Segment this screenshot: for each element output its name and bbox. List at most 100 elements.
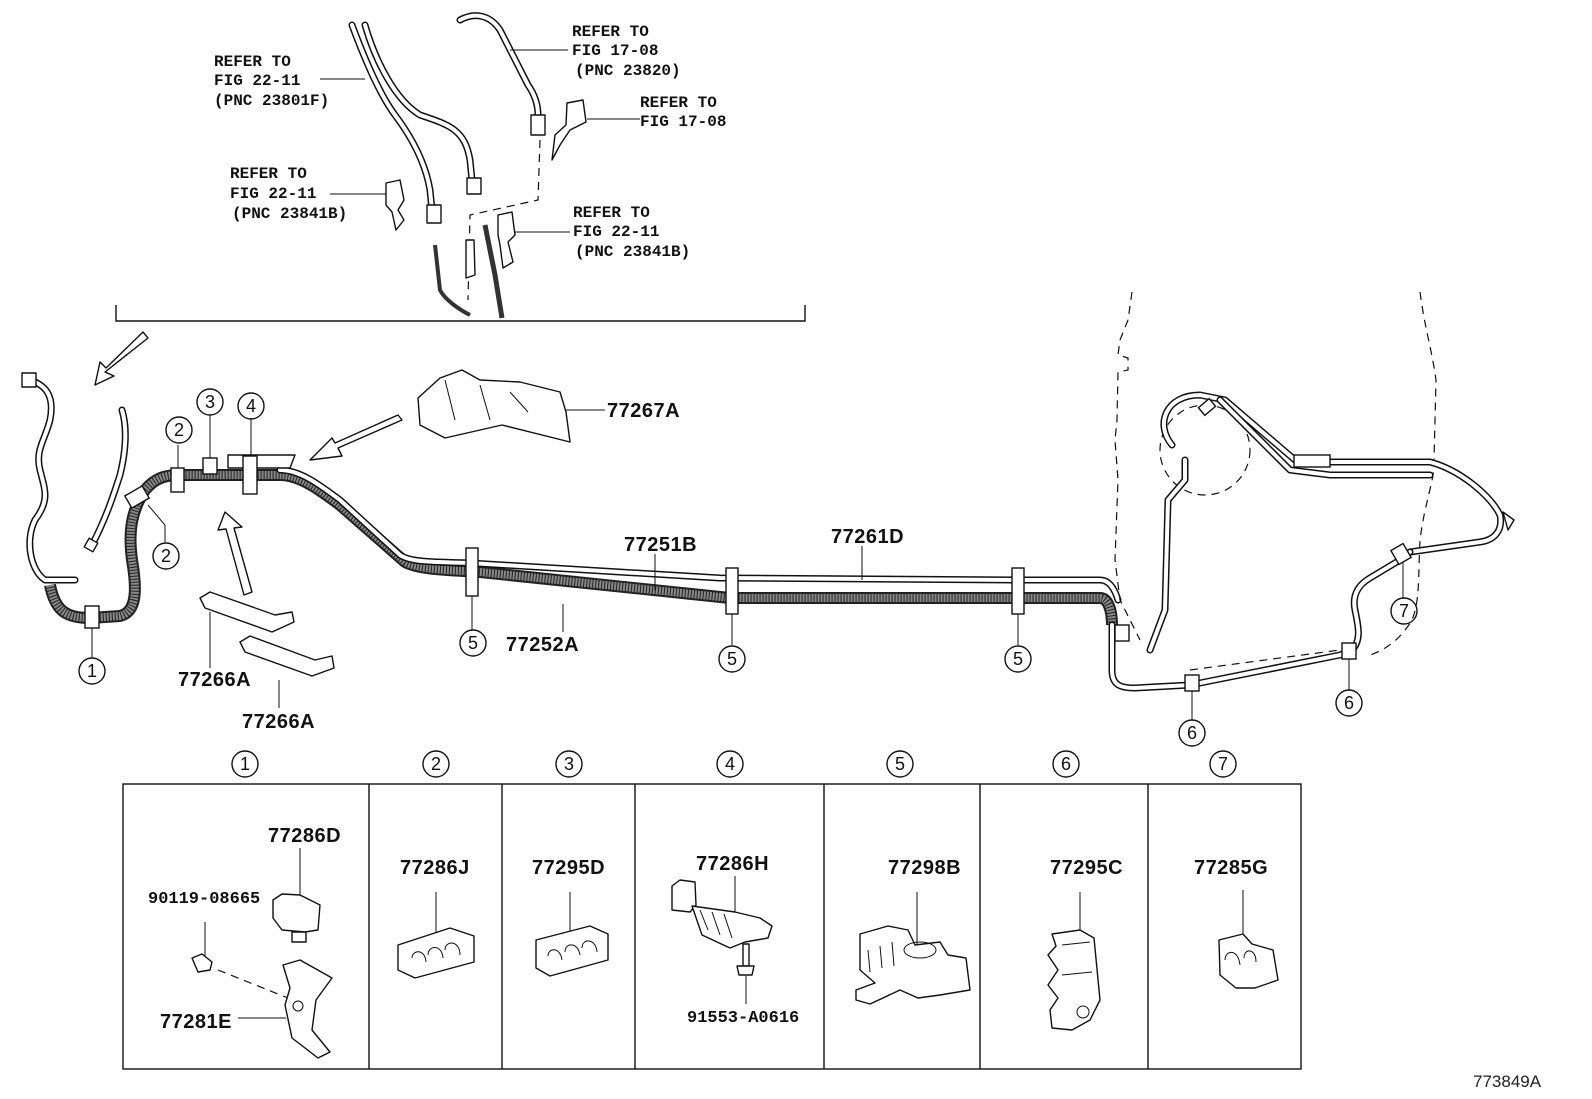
table-header-7: 7 (1209, 750, 1237, 778)
inset-clip-icon (385, 179, 405, 231)
clamp-5a[interactable] (465, 547, 479, 597)
table-cell-6: 77295C (1047, 857, 1123, 1031)
clamp-5c[interactable] (1011, 567, 1025, 615)
part-label-77266A-1[interactable]: 77266A (178, 669, 251, 691)
part-label-77266A-2[interactable]: 77266A (242, 711, 315, 733)
inset-hose (433, 244, 471, 317)
reference-label-3: REFER TO FIG 17-08 (640, 94, 726, 131)
callout-6a[interactable]: 6 (1178, 719, 1206, 747)
table-header-4: 4 (716, 750, 744, 778)
svg-text:FIG 22-11: FIG 22-11 (573, 223, 659, 241)
clamp-table-border (122, 783, 1302, 1070)
svg-text:REFER TO: REFER TO (572, 23, 649, 41)
body-outline (1114, 291, 1141, 641)
callout-1[interactable]: 1 (78, 657, 106, 685)
svg-text:5: 5 (468, 633, 478, 653)
svg-text:FIG 22-11: FIG 22-11 (230, 185, 316, 203)
svg-text:2: 2 (161, 546, 171, 566)
svg-text:FIG 17-08: FIG 17-08 (640, 113, 726, 131)
part-77266A-icon (199, 591, 295, 633)
svg-text:7: 7 (1399, 601, 1409, 621)
reference-label-5: REFER TO FIG 22-11 (PNC 23841B) (573, 204, 690, 261)
svg-text:7: 7 (1218, 754, 1228, 774)
clamp-3[interactable] (202, 457, 218, 475)
part-label-77295D[interactable]: 77295D (532, 857, 605, 879)
reference-label-4: REFER TO FIG 22-11 (PNC 23841B) (230, 165, 347, 223)
table-header-5: 5 (886, 750, 914, 778)
clamp-4[interactable] (242, 455, 258, 495)
callout-5b[interactable]: 5 (718, 645, 746, 673)
clamp-5b[interactable] (725, 567, 739, 615)
svg-text:3: 3 (564, 754, 574, 774)
part-label-77281E[interactable]: 77281E (160, 1011, 232, 1033)
part-label-77286J[interactable]: 77286J (400, 857, 470, 879)
inset-fitting (426, 204, 442, 224)
svg-text:(PNC 23841B): (PNC 23841B) (575, 243, 690, 261)
part-label-77251B[interactable]: 77251B (624, 534, 697, 556)
arrow-icon (217, 511, 253, 596)
clip-77295D-icon (535, 925, 609, 977)
clamp-2b[interactable] (123, 484, 151, 510)
svg-text:2: 2 (174, 420, 184, 440)
bolt-icon (736, 965, 755, 976)
part-label-77285G[interactable]: 77285G (1194, 857, 1268, 879)
fuel-brake-line-assembly: 77267A 77266A 77266A 77251B 77261D 77252… (21, 291, 1515, 733)
svg-text:1: 1 (87, 661, 97, 681)
svg-text:REFER TO: REFER TO (640, 94, 717, 112)
clamp-1[interactable] (84, 605, 100, 629)
part-label-91553-A0616[interactable]: 91553-A0616 (687, 1009, 799, 1028)
svg-text:3: 3 (205, 392, 215, 412)
bolt-icon (191, 953, 213, 973)
part-label-77295C[interactable]: 77295C (1050, 857, 1123, 879)
protector-bracket (227, 454, 296, 469)
svg-text:5: 5 (895, 754, 905, 774)
part-label-77298B[interactable]: 77298B (888, 857, 961, 879)
clamp-6a[interactable] (1184, 674, 1200, 692)
clamp-6b[interactable] (1341, 642, 1357, 660)
callout-4[interactable]: 4 (237, 392, 265, 420)
svg-text:5: 5 (727, 649, 737, 669)
part-label-77286D[interactable]: 77286D (268, 825, 341, 847)
callout-5c[interactable]: 5 (1004, 645, 1032, 673)
inset-fitting (466, 177, 482, 195)
body-outline (1369, 291, 1437, 656)
svg-text:REFER TO: REFER TO (573, 204, 650, 222)
clip-77286H-icon (691, 905, 773, 949)
clip-77295C-icon (1047, 929, 1101, 1031)
clip-77286J-icon (397, 927, 475, 979)
table-header-1: 1 (231, 750, 259, 778)
table-header-3: 3 (555, 750, 583, 778)
part-label-77267A[interactable]: 77267A (607, 400, 680, 422)
svg-text:REFER TO: REFER TO (214, 53, 291, 71)
callout-6b[interactable]: 6 (1335, 689, 1363, 717)
part-77266A-icon (239, 635, 335, 677)
part-label-90119-08665[interactable]: 90119-08665 (148, 890, 260, 909)
callout-2b[interactable]: 2 (152, 542, 180, 570)
part-label-77286H[interactable]: 77286H (696, 853, 769, 875)
clip-77286H-icon (671, 879, 697, 913)
clip-77285G-icon (1218, 933, 1279, 989)
reference-label-2: REFER TO FIG 17-08 (PNC 23820) (572, 23, 681, 80)
clamp-7[interactable] (1389, 542, 1413, 566)
callout-5a[interactable]: 5 (459, 629, 487, 657)
callout-2a[interactable]: 2 (165, 416, 193, 444)
part-label-77252A[interactable]: 77252A (506, 634, 579, 656)
callout-3[interactable]: 3 (196, 388, 224, 416)
arrow-icon (94, 331, 149, 386)
arrow-icon (94, 331, 403, 596)
svg-text:FIG 17-08: FIG 17-08 (572, 42, 658, 60)
clip-77286D-icon (272, 893, 321, 933)
table-header-2: 2 (422, 750, 450, 778)
bracket-77281E-icon (282, 959, 333, 1059)
svg-text:REFER TO: REFER TO (230, 165, 307, 183)
arrow-icon (309, 414, 403, 461)
table-cell-4: 77286H 91553-A0616 (671, 853, 799, 1028)
svg-text:(PNC 23820): (PNC 23820) (575, 62, 681, 80)
clamp-2a[interactable] (170, 467, 185, 493)
figure-id: 773849A (1473, 1072, 1542, 1091)
table-cell-7: 77285G (1194, 857, 1279, 989)
svg-text:4: 4 (246, 396, 256, 416)
part-label-77261D[interactable]: 77261D (831, 526, 904, 548)
callout-7[interactable]: 7 (1390, 597, 1418, 625)
